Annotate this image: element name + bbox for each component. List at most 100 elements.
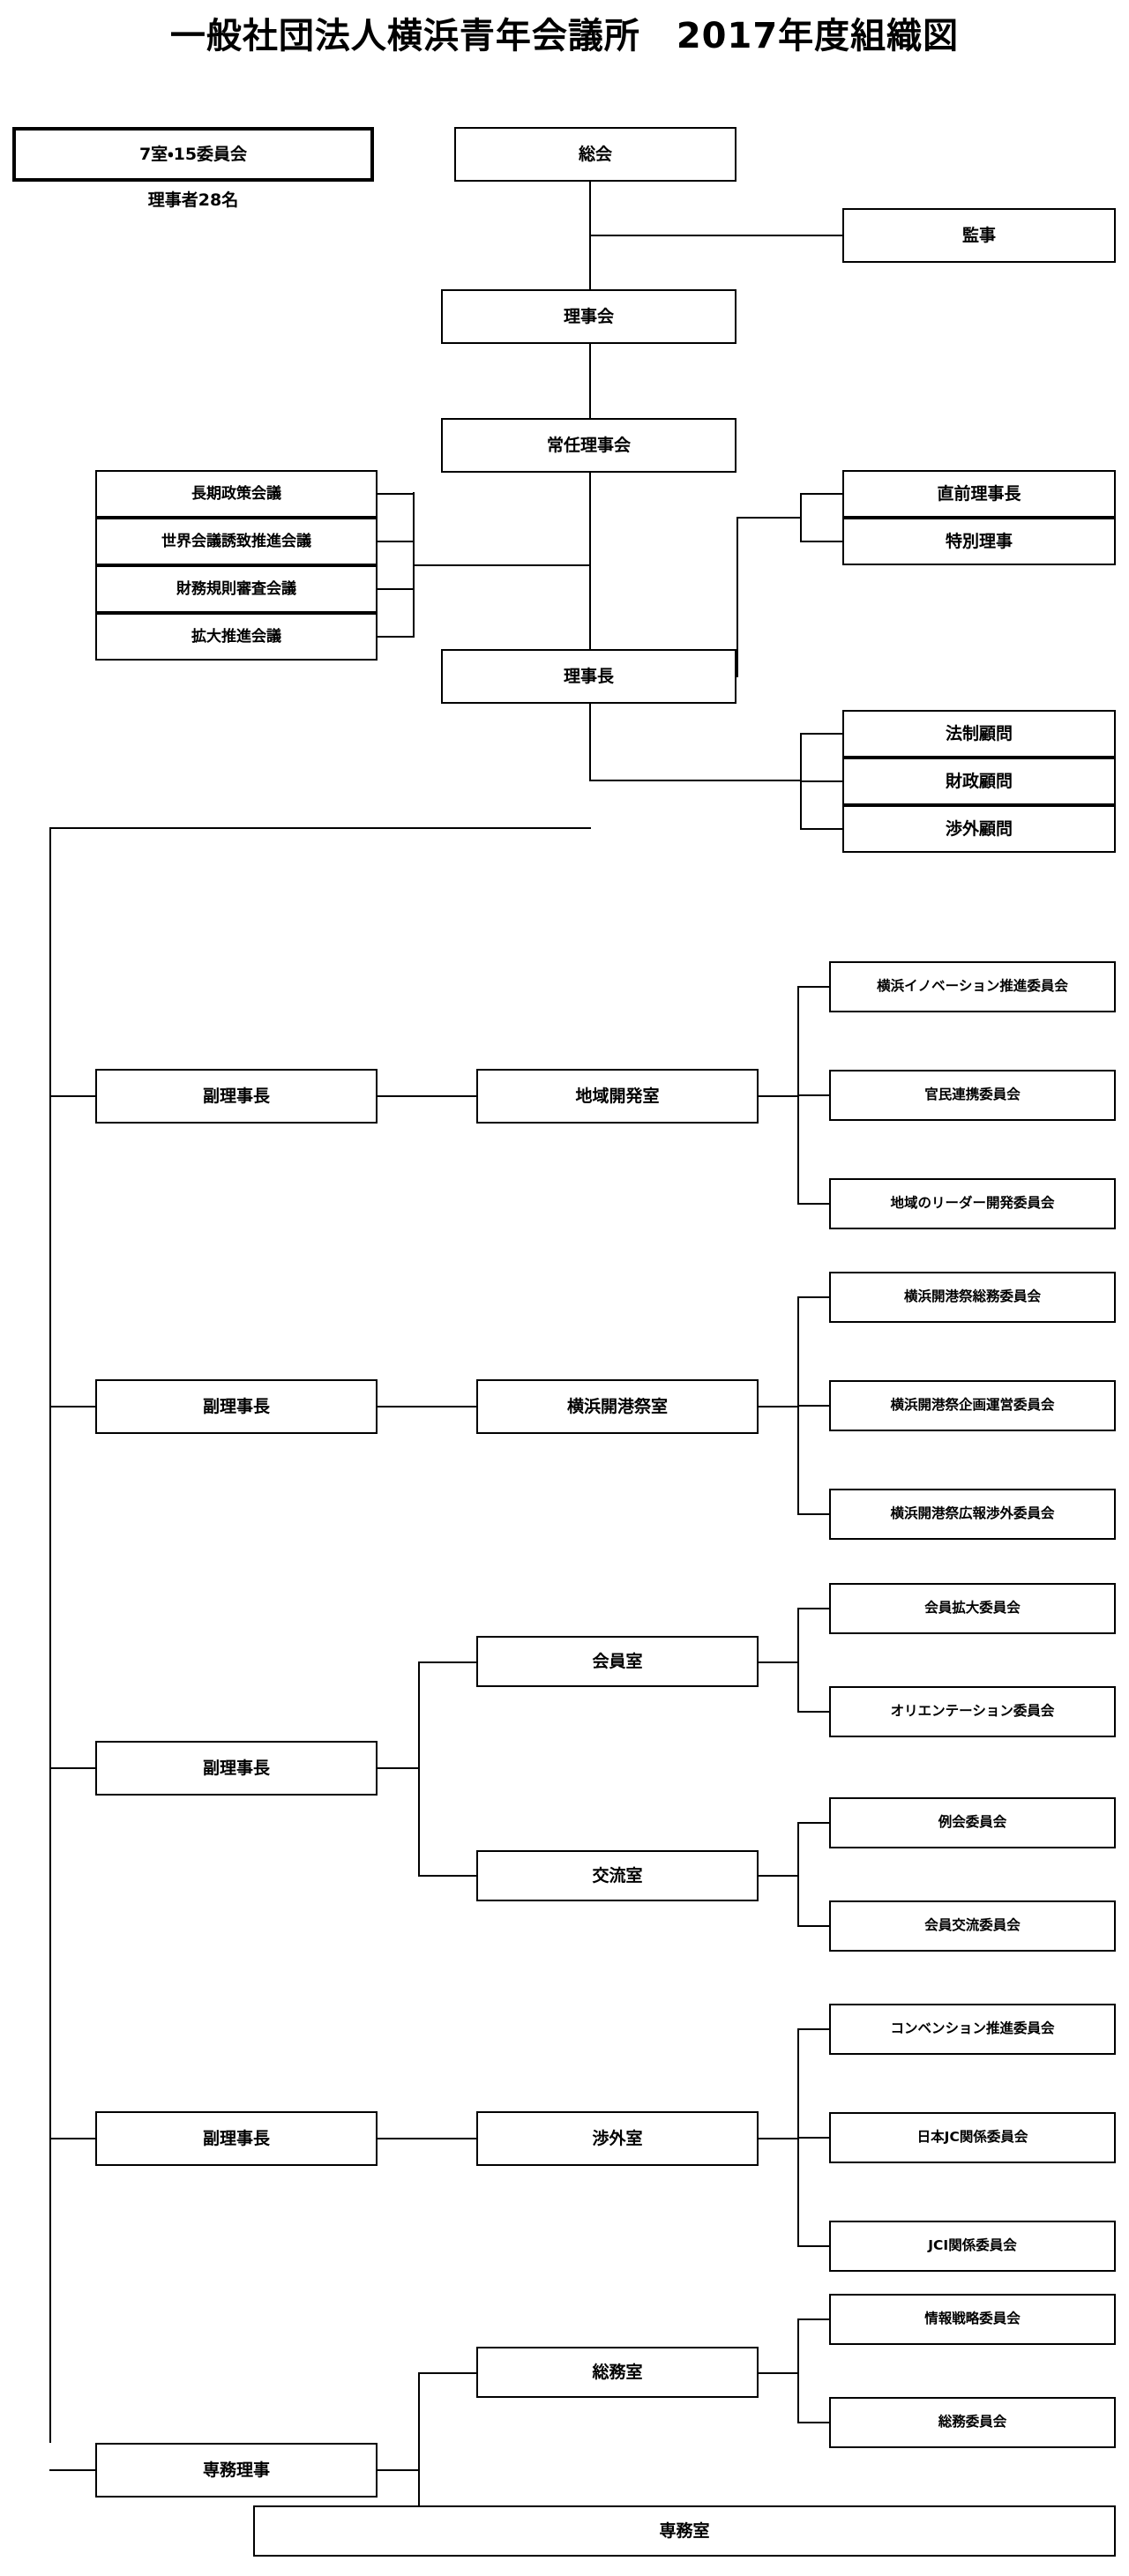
connector-officer-4-spine — [418, 2372, 420, 2533]
connector-room-3-0-out — [759, 2138, 799, 2139]
connector-room-2-0-spine — [797, 1608, 799, 1712]
node-council-2: 財務規則審査会議 — [95, 565, 378, 613]
connector-board-to-standing — [589, 344, 591, 422]
connector-room-0-0-out — [759, 1095, 799, 1097]
connector-council-0-stub — [378, 493, 415, 495]
connector-special-director-0-stub — [800, 493, 844, 495]
connector-committee-2-0-0-stub — [797, 1608, 831, 1609]
node-committee-4-0-1: 総務委員会 — [829, 2397, 1116, 2448]
connector-committee-0-0-0-stub — [797, 986, 831, 988]
connector-committee-3-0-0-stub — [797, 2028, 831, 2030]
connector-room-2-0-out — [759, 1661, 799, 1663]
connector-officer-2-room-0-stub — [418, 1661, 478, 1663]
node-committee-3-0-0: コンベンション推進委員会 — [829, 2004, 1116, 2055]
connector-council-2-stub — [378, 588, 415, 590]
connector-committee-3-0-2-stub — [797, 2245, 831, 2247]
node-committee-1-0-1: 横浜開港祭企画運営委員会 — [829, 1380, 1116, 1431]
connector-advisor-0-stub — [800, 733, 844, 735]
connector-committee-0-0-1-stub — [797, 1094, 831, 1096]
connector-left-spine — [49, 827, 51, 2443]
connector-auditor — [589, 235, 844, 236]
connector-committee-0-0-2-stub — [797, 1203, 831, 1205]
node-council-3: 拡大推進会議 — [95, 613, 378, 661]
connector-special-director-1-stub — [800, 541, 844, 542]
connector-officer-1-to-room — [378, 1406, 478, 1407]
node-officer-3: 副理事長 — [95, 2111, 378, 2166]
connector-committee-1-0-0-stub — [797, 1296, 831, 1298]
node-room-2-1: 交流室 — [476, 1850, 759, 1901]
node-room-4-1: 専務室 — [253, 2505, 1116, 2557]
connector-officer-2-room-1-stub — [418, 1875, 478, 1877]
node-committee-2-0-0: 会員拡大委員会 — [829, 1583, 1116, 1634]
node-room-1-0: 横浜開港祭室 — [476, 1379, 759, 1434]
node-room-3-0: 渉外室 — [476, 2111, 759, 2166]
connector-president-right-riser — [736, 517, 738, 677]
connector-room-2-1-out — [759, 1875, 799, 1877]
connector-committee-2-1-1-stub — [797, 1925, 831, 1927]
connector-standing-to-president — [589, 473, 591, 649]
connector-room-1-0-out — [759, 1406, 799, 1407]
connector-officer-0-to-room — [378, 1095, 478, 1097]
connector-officer-0-stub — [49, 1095, 97, 1097]
connector-councils-to-president — [413, 564, 591, 566]
connector-room-4-0-out — [759, 2372, 799, 2374]
node-committee-1-0-0: 横浜開港祭総務委員会 — [829, 1272, 1116, 1323]
connector-committee-2-0-1-stub — [797, 1711, 831, 1713]
connector-room-4-0-spine — [797, 2318, 799, 2423]
connector-advisor-2-stub — [800, 828, 844, 830]
page-title: 一般社団法人横浜青年会議所 2017年度組織図 — [169, 16, 960, 56]
connector-committee-4-0-0-stub — [797, 2318, 831, 2320]
node-officer-2: 副理事長 — [95, 1741, 378, 1796]
node-special-director-0: 直前理事長 — [842, 470, 1116, 518]
connector-officer-2-spine — [418, 1661, 420, 1877]
node-board-of-directors: 理事会 — [441, 289, 736, 344]
connector-officer-4-room-0-stub — [418, 2372, 478, 2374]
node-committee-0-0-2: 地域のリーダー開発委員会 — [829, 1178, 1116, 1229]
node-committee-0-0-1: 官民連携委員会 — [829, 1070, 1116, 1121]
node-committee-3-0-2: JCI関係委員会 — [829, 2221, 1116, 2272]
connector-officer-2-out — [378, 1767, 420, 1769]
node-advisor-1: 財政顧問 — [842, 758, 1116, 805]
connector-officer-1-stub — [49, 1406, 97, 1407]
node-advisor-0: 法制顧問 — [842, 710, 1116, 758]
node-officer-1: 副理事長 — [95, 1379, 378, 1434]
connector-president-to-left-spine — [49, 827, 591, 829]
node-room-0-0: 地域開発室 — [476, 1069, 759, 1124]
node-committee-1-0-2: 横浜開港祭広報渉外委員会 — [829, 1489, 1116, 1540]
connector-committee-1-0-2-stub — [797, 1513, 831, 1515]
connector-committee-2-1-0-stub — [797, 1822, 831, 1824]
node-general-meeting: 総会 — [454, 127, 736, 182]
node-advisor-2: 渉外顧問 — [842, 805, 1116, 853]
connector-officer-4-out — [378, 2469, 420, 2471]
connector-officer-4-stub — [49, 2469, 97, 2471]
node-standing-board: 常任理事会 — [441, 418, 736, 473]
connector-committee-3-0-1-stub — [797, 2137, 831, 2139]
connector-president-to-advisors — [589, 780, 802, 781]
node-committee-4-0-0: 情報戦略委員会 — [829, 2294, 1116, 2345]
summary-box: 7室・15委員会 — [12, 127, 374, 182]
connector-committee-1-0-1-stub — [797, 1405, 831, 1407]
node-committee-3-0-1: 日本JC関係委員会 — [829, 2112, 1116, 2163]
node-committee-2-1-0: 例会委員会 — [829, 1797, 1116, 1848]
node-president: 理事長 — [441, 649, 736, 704]
node-council-1: 世界会議誘致推進会議 — [95, 518, 378, 565]
connector-council-3-stub — [378, 636, 415, 638]
connector-council-1-stub — [378, 541, 415, 542]
node-council-0: 長期政策会議 — [95, 470, 378, 518]
connector-advisor-1-stub — [800, 780, 844, 782]
node-officer-4: 専務理事 — [95, 2443, 378, 2498]
node-special-director-1: 特別理事 — [842, 518, 1116, 565]
node-committee-2-0-1: オリエンテーション委員会 — [829, 1686, 1116, 1737]
node-committee-0-0-0: 横浜イノベーション推進委員会 — [829, 961, 1116, 1012]
connector-committee-4-0-1-stub — [797, 2422, 831, 2423]
connector-officer-3-stub — [49, 2138, 97, 2139]
connector-officer-3-to-room — [378, 2138, 478, 2139]
node-committee-2-1-1: 会員交流委員会 — [829, 1900, 1116, 1952]
connector-president-down — [589, 704, 591, 781]
connector-general-meeting-trunk — [589, 182, 591, 328]
node-auditor: 監事 — [842, 208, 1116, 263]
summary-caption: 理事者28名 — [147, 190, 239, 210]
node-room-2-0: 会員室 — [476, 1636, 759, 1687]
connector-officer-2-stub — [49, 1767, 97, 1769]
